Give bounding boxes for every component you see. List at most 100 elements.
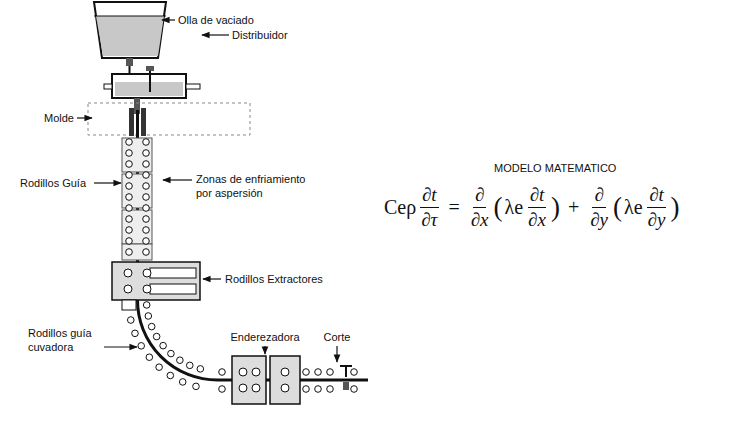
roller [179,379,186,386]
tundish [149,70,151,92]
mould [88,103,250,135]
tundish [146,66,154,71]
roller [126,161,133,168]
straightener [239,368,247,376]
roller [168,350,175,357]
straightener [232,356,300,404]
roller [143,150,150,157]
straightener [252,384,260,392]
fraction: ∂t∂x [526,184,548,231]
numerator: ∂t [420,184,439,208]
roller [303,386,310,393]
roller [126,183,133,190]
roller [315,386,322,393]
strand [138,110,369,380]
ladle [94,16,166,17]
cutter [340,365,352,367]
roller [127,317,134,324]
leader-arrows [104,346,137,347]
numerator: ∂t [647,184,666,208]
roller [126,216,133,223]
withdrawal-rollers [122,300,136,310]
roller [126,205,133,212]
roller [197,366,204,373]
roller [351,386,358,393]
cutter [343,382,349,390]
roller-segment [122,174,152,208]
formula-term: λe [504,196,525,219]
denominator: ∂y [588,208,610,231]
formula-term: ) [550,192,561,223]
formula-term: + [567,196,580,219]
roller [160,342,167,349]
cutter [340,366,352,390]
straightener [239,384,247,392]
ladle [126,58,133,66]
denominator: ∂τ [419,208,439,231]
withdrawal-rollers [143,285,151,293]
roller [132,330,139,337]
roller [315,369,322,376]
roller [145,313,152,320]
leader-arrows [264,346,265,354]
roller [186,362,193,369]
formula-term: ) [669,192,680,223]
roller [148,323,155,330]
roller [219,386,226,393]
formula-term: ( [612,192,623,223]
roller [143,161,150,168]
ladle [94,2,166,76]
ladle [94,2,166,58]
roller-segment [122,138,152,172]
withdrawal-rollers [112,262,200,300]
strand [138,110,369,380]
formula-term: Ceρ [383,196,417,219]
roller [303,369,310,376]
part-callout: Molde [44,111,74,125]
roller [138,343,145,350]
leader-arrows [336,346,337,362]
withdrawal-rollers [124,269,132,277]
denominator: ∂y [646,208,668,231]
roller [143,172,150,179]
numerator: ∂t [528,184,547,208]
withdrawal-rollers [150,268,196,278]
straightener [270,356,300,404]
leader-arrows [163,179,192,180]
withdrawal-rollers [143,269,151,277]
formula-term: ( [493,192,504,223]
roller [167,372,174,379]
straightener [232,356,266,404]
formula-term: λe [623,196,644,219]
roller [143,302,150,309]
leader-arrows [162,19,175,20]
numerator: ∂ [592,184,605,208]
numerator: ∂ [473,184,486,208]
roller [193,383,200,390]
withdrawal-rollers [124,285,132,293]
roller-segment [122,210,152,244]
leader-arrows [94,182,121,183]
roller [126,172,133,179]
cutter [345,366,347,377]
leader-arrows [202,34,229,35]
roller [219,369,226,376]
roller [143,194,150,201]
roller [143,139,150,146]
mould [129,108,134,136]
tundish [104,66,200,114]
ladle [96,16,164,56]
leader-arrows [77,117,92,118]
leader-arrows [77,20,337,362]
part-callout: Olla de vaciado [178,13,254,27]
roller-segments [122,138,152,260]
roller [126,238,133,245]
straightener [281,368,289,376]
part-callout: Distribuidor [232,28,288,42]
part-callout: Enderezadora [230,330,299,344]
heat-equation: Ceρ∂t∂τ=∂∂x(λe∂t∂x)+∂∂y(λe∂t∂y) [383,184,680,231]
roller [143,205,150,212]
straightener [252,368,260,376]
roller [126,249,133,256]
roller [327,369,334,376]
